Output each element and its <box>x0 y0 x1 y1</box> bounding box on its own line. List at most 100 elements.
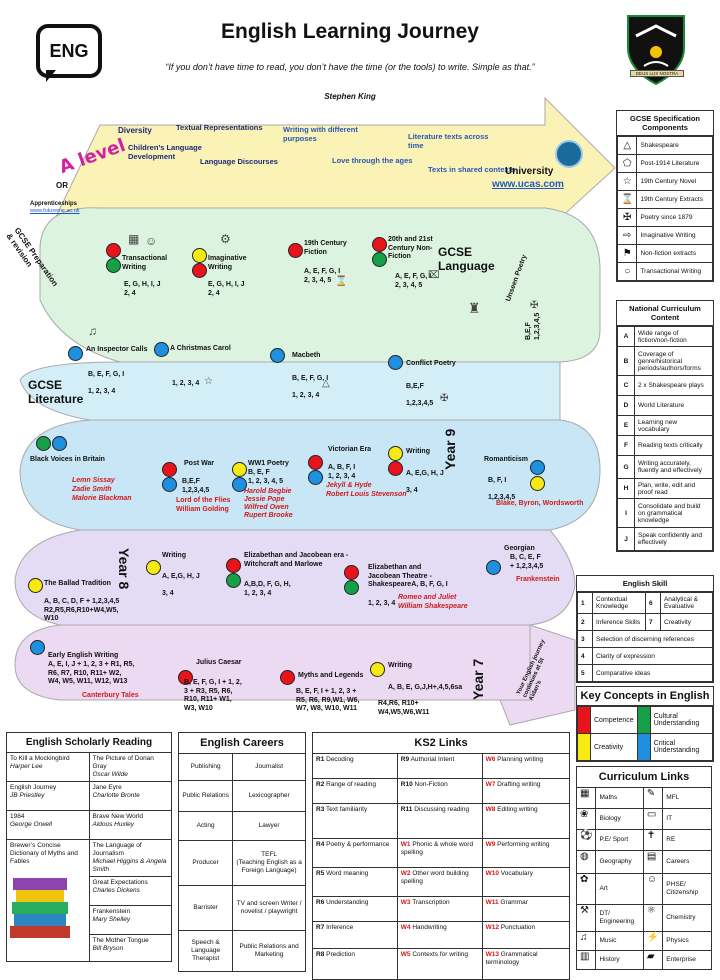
university-link[interactable]: www.ucas.com <box>492 179 564 190</box>
book-author: George Orwell <box>10 821 52 828</box>
unit-victorian-era: Victorian Era <box>328 446 372 453</box>
book-author: Charles Dickens <box>92 887 140 894</box>
concept-dot <box>388 355 403 370</box>
ks2-code: W13 <box>485 951 499 958</box>
ks2-code: W10 <box>485 870 499 877</box>
gcse-language-label: GCSE Language <box>438 245 495 273</box>
subject: Maths <box>595 787 644 809</box>
book-title: The Language of Journalism <box>92 842 142 857</box>
subject: Biology <box>595 808 644 830</box>
curriculum-title: Curriculum Links <box>576 766 712 788</box>
books-stack-icon <box>10 876 70 946</box>
year9-label: Year 9 <box>442 428 458 470</box>
ks2-desc: Contexts for writing <box>412 951 468 958</box>
concept-dot <box>388 446 403 461</box>
ks2-code: R10 <box>400 781 413 788</box>
ks2-cell: R1 Decoding <box>312 753 398 779</box>
concept-dot <box>68 346 83 361</box>
key-concepts-panel: Key Concepts in English Competence Cultu… <box>576 686 714 762</box>
nc-key: F <box>617 435 635 456</box>
unit-codes: B, E, F, G, I 1, 2, 3, 4 <box>88 371 125 395</box>
ks2-desc: Phonic & whole word spelling <box>400 841 474 856</box>
concept-dot <box>344 580 359 595</box>
ks2-code: W5 <box>400 951 411 958</box>
nc-key: I <box>617 498 635 528</box>
cross-icon: ✠ <box>616 208 638 227</box>
circle-icon: ○ <box>616 262 638 281</box>
subject: Enterprise <box>662 950 712 970</box>
briefcase-icon: ▤ <box>642 850 664 874</box>
skill-value: Selection of discerning references <box>592 630 713 648</box>
poet-icon: ♜ <box>468 300 481 316</box>
gcse-literature-label: GCSE Literature <box>28 378 84 406</box>
ks2-cell: W12 Punctuation <box>481 921 571 949</box>
career: Lexicographer <box>232 780 306 812</box>
ks2-code: W9 <box>485 841 496 848</box>
subject: IT <box>662 808 712 830</box>
concept-dot <box>388 461 403 476</box>
concept-dot <box>486 560 501 575</box>
skill-key: 4 <box>577 647 593 665</box>
ks2-cell: R10 Non-Fiction <box>396 778 483 804</box>
engineering-icon: ⚒ <box>575 904 597 932</box>
ks2-desc: Discussing reading <box>414 806 470 813</box>
unit-non-fiction: 20th and 21st Century Non-Fiction <box>388 236 433 260</box>
unit-codes: A, E,G, H, J 3, 4 <box>406 470 444 494</box>
nc-key: C <box>617 375 635 396</box>
ks2-desc: Prediction <box>326 951 356 958</box>
skill-value: Clarity of expression <box>592 647 713 665</box>
ks2-code: W12 <box>485 924 499 931</box>
ks2-cell: W6 Planning writing <box>481 753 571 779</box>
subject: Music <box>595 931 644 951</box>
careers-title: English Careers <box>178 732 306 754</box>
star-icon: ☆ <box>204 376 213 387</box>
unit-codes: A, E, I, J + 1, 2, 3 + R1, R5, R6, R7, R… <box>48 661 135 685</box>
road-gcse-lang <box>39 207 601 363</box>
book-title: The Picture of Dorian Gray <box>92 755 154 770</box>
concept-dot <box>308 455 323 470</box>
ks2-code: R11 <box>400 806 413 813</box>
nc-value: Plan, write, edit and proof read <box>634 478 713 499</box>
subject: DT/ Engineering <box>595 904 644 932</box>
skill-key: 1 <box>577 592 593 614</box>
ks2-desc: Transcription <box>412 899 450 906</box>
ks2-desc: Non-Fiction <box>414 781 448 788</box>
book-title: English Journey <box>10 784 57 791</box>
unit-codes: B, E, F 1, 2, 3, 4, 5 <box>248 469 284 485</box>
school-crest: DEUS LUX NOSTRA <box>624 12 688 86</box>
unit-black-voices: Black Voices in Britain <box>30 456 105 463</box>
apprenticeships-link[interactable]: www.futureme.ac.uk <box>30 208 80 214</box>
unit-christmas-carol: A Christmas Carol <box>170 345 231 352</box>
triangle-icon: △ <box>322 378 330 389</box>
concept-dot <box>106 258 121 273</box>
people-icon: ☺ <box>642 873 664 905</box>
skill-value: Contextual Knowledge <box>592 592 646 614</box>
skill-key: 3 <box>577 630 593 648</box>
ks2-code: R3 <box>316 806 325 813</box>
concept-dot <box>106 243 121 258</box>
alevel-item-textual: Textual Representations <box>176 123 263 132</box>
ks2-code: W8 <box>485 806 496 813</box>
concept-dot <box>372 252 387 267</box>
ks2-cell: R6 Understanding <box>312 896 398 922</box>
ks2-desc: Range of reading <box>326 781 376 788</box>
unit-codes: 1, 2, 3, 4 <box>172 380 200 387</box>
nc-key: D <box>617 395 635 416</box>
unit-julius-caesar: Julius Caesar <box>196 659 242 666</box>
career: Lawyer <box>232 811 306 841</box>
spec-item: Post-1914 Literature <box>636 154 713 173</box>
concept-swatch <box>577 733 591 761</box>
unit-texts: Romeo and Juliet William Shakespeare <box>398 594 468 610</box>
year8-label: Year 8 <box>116 548 132 590</box>
unit-inspector-calls: An Inspector Calls <box>86 346 148 353</box>
unit-codes: B, E, F, G, I 1, 2, 3, 4 <box>292 375 329 399</box>
unit-codes: B,E,F 1,2,3,4,5 <box>182 478 210 494</box>
ks2-title: KS2 Links <box>312 732 570 754</box>
quote: “If you don’t have time to read, you don… <box>165 62 535 72</box>
pentagon-icon: ⬠ <box>616 154 638 173</box>
palette-icon: ✿ <box>575 873 597 905</box>
unit-codes: B, F, I 1,2,3,4,5 <box>488 477 516 501</box>
